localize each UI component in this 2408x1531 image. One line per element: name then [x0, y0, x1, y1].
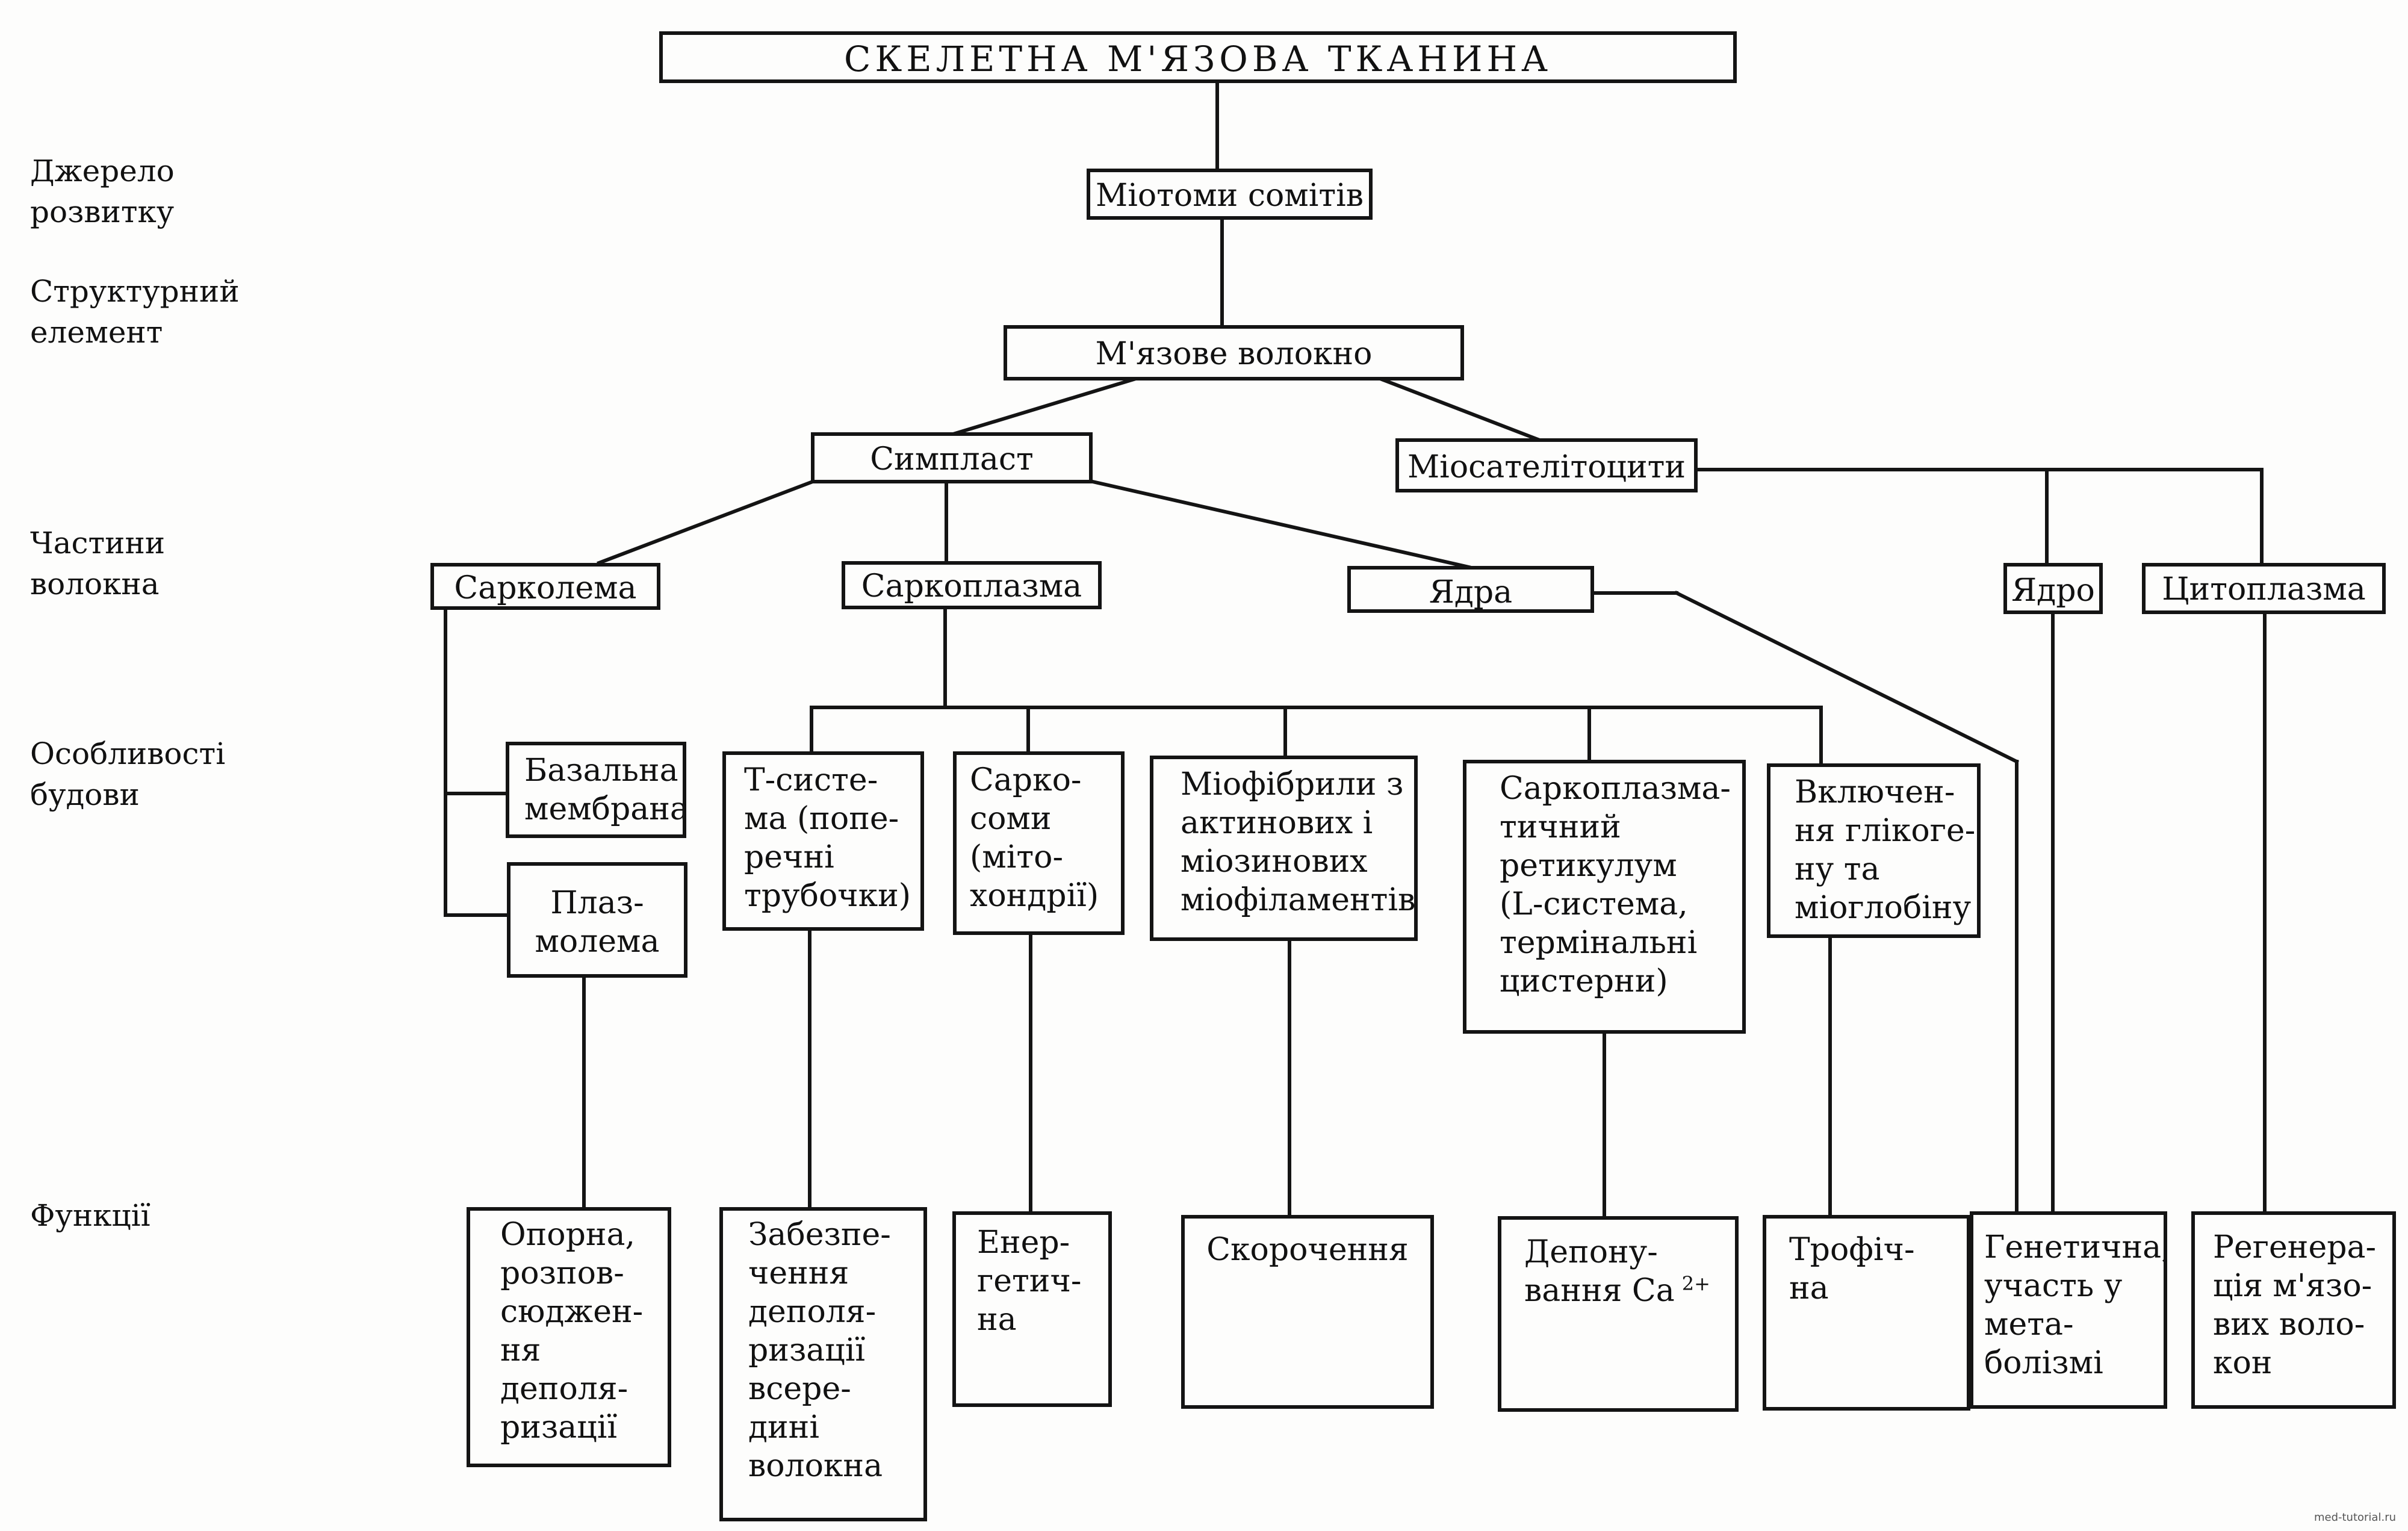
- node-t-system: Т-систе- ма (попе- речні трубочки): [722, 751, 924, 931]
- node-label: Міосателітоцити: [1407, 449, 1686, 485]
- node-label: Симпласт: [870, 441, 1034, 477]
- function-label-main: Депону- вання Са: [1524, 1234, 1675, 1309]
- node-label: Цитоплазма: [2162, 571, 2366, 607]
- function-label: Опорна, розпов- сюджен- ня деполя- ризац…: [500, 1217, 644, 1446]
- row-label-functions: Функції: [30, 1198, 150, 1233]
- function-label: Регенера- ція м'язо- вих воло- кон: [2213, 1229, 2377, 1381]
- function-label-superscript: 2+: [1681, 1272, 1710, 1295]
- function-label: Генетична, участь у мета- болізмі: [1984, 1229, 2167, 1381]
- node-label: Сарколема: [454, 570, 637, 606]
- row-label-features: Особливості будови: [30, 736, 226, 812]
- node-miotomy: Міотоми сомітів: [1087, 169, 1373, 220]
- function-regeneration: Регенера- ція м'язо- вих воло- кон: [2191, 1211, 2396, 1409]
- node-myofibrils: Міофібрили з актинових і міозинових міоф…: [1150, 756, 1418, 941]
- title-text: СКЕЛЕТНА М'ЯЗОВА ТКАНИНА: [844, 39, 1552, 79]
- function-label: Забезпе- чення деполя- ризації всере- ди…: [748, 1217, 891, 1484]
- node-myosatellite-cells: Міосателітоцити: [1395, 438, 1698, 492]
- function-label: Енер- гетич- на: [977, 1225, 1082, 1338]
- node-nucleus: Ядро: [2003, 563, 2103, 614]
- watermark: med-tutorial.ru: [2313, 1511, 2396, 1524]
- node-sarcolemma: Сарколема: [430, 563, 660, 610]
- function-label: Скорочення: [1206, 1232, 1409, 1268]
- connector: [597, 479, 815, 565]
- node-basal-membrane: Базальна мембрана: [506, 742, 686, 838]
- node-sarcosomes: Сарко- соми (міто- хондрії): [953, 751, 1125, 935]
- node-muscle-fiber: М'язове волокно: [1004, 325, 1464, 380]
- node-label: Міофібрили з актинових і міозинових міоф…: [1181, 766, 1416, 918]
- function-label: Депону- вання Са 2+: [1524, 1233, 1735, 1310]
- node-label: Саркоплазма: [861, 568, 1082, 604]
- node-symplast: Симпласт: [811, 432, 1093, 483]
- row-label-parts: Частини волокна: [30, 526, 166, 601]
- node-label: Сарко- соми (міто- хондрії): [970, 762, 1099, 914]
- row-label-element: Структурний елемент: [30, 274, 240, 350]
- connector: [1674, 590, 2020, 765]
- function-genetic: Генетична, участь у мета- болізмі: [1970, 1211, 2167, 1409]
- function-trophic: Трофіч- на: [1763, 1215, 1970, 1411]
- node-label: М'язове волокно: [1095, 336, 1373, 372]
- node-label: Ядра: [1429, 574, 1513, 610]
- node-label: Ядро: [2011, 573, 2095, 609]
- connector: [1376, 376, 1544, 443]
- node-label: Т-систе- ма (попе- речні трубочки): [744, 762, 911, 914]
- connector: [949, 376, 1140, 437]
- function-support: Опорна, розпов- сюджен- ня деполя- ризац…: [467, 1207, 671, 1467]
- connector: [1090, 479, 1471, 570]
- node-label: Саркоплазма- тичний ретикулум (L-система…: [1500, 771, 1731, 999]
- function-calcium-storage: Депону- вання Са 2+: [1498, 1216, 1739, 1412]
- node-sarcoplasm: Саркоплазма: [842, 561, 1102, 609]
- function-contraction: Скорочення: [1181, 1215, 1434, 1409]
- node-label: Базальна мембрана: [524, 753, 686, 827]
- node-sarcoplasmic-reticulum: Саркоплазма- тичний ретикулум (L-система…: [1463, 760, 1746, 1034]
- node-inclusions: Включен- ня глікоге- ну та міоглобіну: [1767, 763, 1981, 938]
- function-label: Трофіч- на: [1789, 1232, 1915, 1306]
- node-label: Плаз- молема: [535, 885, 660, 960]
- function-energy: Енер- гетич- на: [952, 1211, 1112, 1407]
- node-label: Міотоми сомітів: [1095, 178, 1364, 214]
- node-plasmalemma: Плаз- молема: [507, 862, 687, 978]
- node-cytoplasm: Цитоплазма: [2142, 563, 2386, 614]
- node-nuclei: Ядра: [1347, 566, 1594, 613]
- node-label: Включен- ня глікоге- ну та міоглобіну: [1795, 774, 1976, 926]
- diagram-title: СКЕЛЕТНА М'ЯЗОВА ТКАНИНА: [659, 31, 1737, 83]
- function-depolarization-inside: Забезпе- чення деполя- ризації всере- ди…: [719, 1207, 927, 1521]
- row-label-source: Джерело розвитку: [30, 154, 175, 229]
